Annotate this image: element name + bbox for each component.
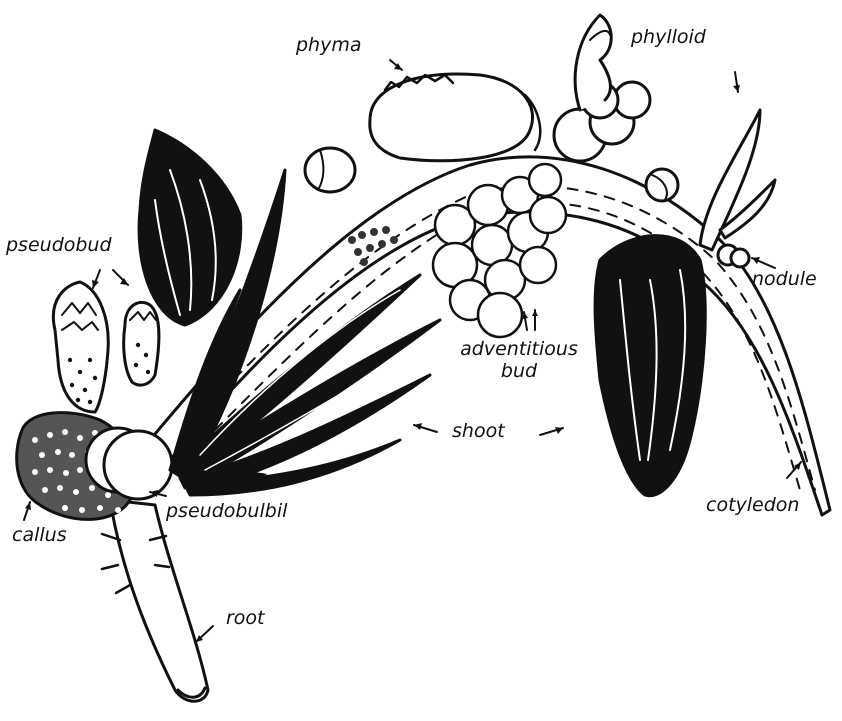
label-adventitious: adventitious xyxy=(444,340,594,360)
nodule xyxy=(718,245,749,267)
label-bud: bud xyxy=(444,362,594,382)
label-pseudobud: pseudobud xyxy=(6,236,112,255)
dark-bud-right xyxy=(595,236,705,496)
pseudobud xyxy=(124,302,159,385)
root xyxy=(102,500,208,701)
label-callus: callus xyxy=(12,526,67,545)
cotyledon-leaves xyxy=(700,110,775,250)
label-phyma: phyma xyxy=(296,36,362,55)
small-bud xyxy=(646,169,678,201)
label-phylloid: phylloid xyxy=(631,28,706,47)
label-pseudobulbil: pseudobulbil xyxy=(166,502,287,521)
label-shoot: shoot xyxy=(452,422,505,441)
pseudobud xyxy=(53,282,108,412)
dark-bud-left xyxy=(139,130,241,325)
label-root: root xyxy=(226,609,265,628)
label-nodule: nodule xyxy=(752,270,817,289)
label-cotyledon: cotyledon xyxy=(706,496,799,515)
